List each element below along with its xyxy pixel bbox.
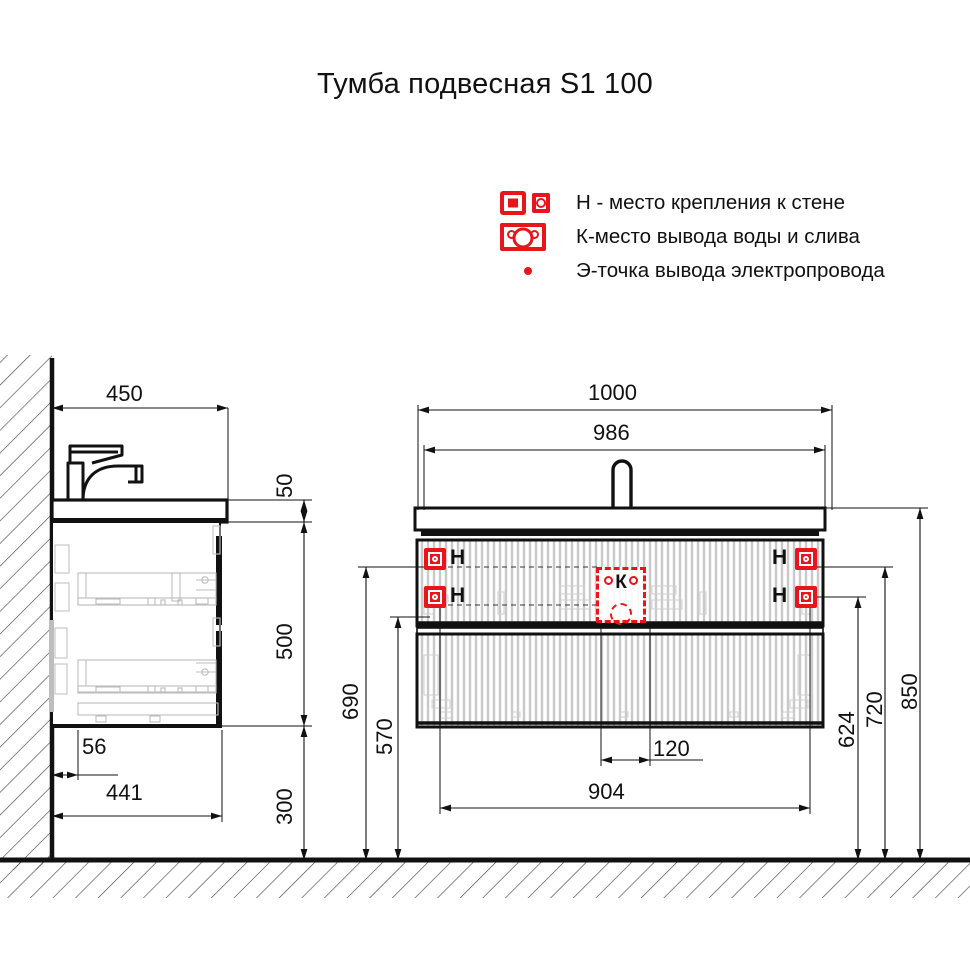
water-outlet-drain-hole [512,227,534,249]
page-title: Тумба подвесная S1 100 [316,68,654,100]
legend-label-water-outlet: К-место вывода воды и слива [576,225,860,248]
wall-hatch [0,355,52,870]
marker-label-k: К [615,572,627,593]
legend-label-electric-point: Э-точка вывода электропровода [576,259,885,282]
floor-hatch [0,862,970,898]
dim-side-50: 50 [272,473,297,498]
dim-side-450: 450 [106,381,143,406]
side-drawer-internals-upper [77,572,217,606]
wall-mount-icon [424,548,446,570]
front-countertop [413,506,827,532]
dim-side-300: 300 [272,788,297,825]
marker-wall-mount-bottom-left[interactable] [424,586,446,608]
legend-row-water-outlet: К-место вывода воды и слива [500,220,960,254]
front-dimension-lines [358,405,928,860]
side-wall-brackets [54,525,221,695]
side-elevation-geometry [49,444,229,728]
marker-water-outlet-center[interactable]: К [596,567,646,625]
dim-side-441: 441 [106,780,143,805]
side-drawer-front-upper [216,536,222,625]
marker-label-h-top-left: H [450,546,466,569]
wall-mount-icon [795,548,817,570]
marker-label-h-bottom-left: H [450,584,466,607]
legend: H - место крепления к стене К-место выво… [500,186,960,288]
marker-label-h-top-right: H [772,546,788,569]
dim-front-570: 570 [372,718,397,755]
water-outlet-pin-right [629,576,638,585]
legend-icons-water-outlet [500,223,570,251]
dim-front-904: 904 [588,779,625,804]
faucet-profile [66,444,144,501]
legend-row-wall-mount: H - место крепления к стене [500,186,960,220]
dim-side-56: 56 [82,734,107,759]
dim-front-720: 720 [862,691,887,728]
legend-label-wall-mount: H - место крепления к стене [576,191,846,214]
dim-front-690: 690 [338,683,363,720]
water-outlet-icon [500,223,546,251]
dim-front-986: 986 [593,420,630,445]
dim-front-1000: 1000 [588,380,637,405]
marker-wall-mount-top-right[interactable] [795,548,817,570]
water-outlet-drain-hole [610,603,632,625]
wall-mount-small-icon [532,193,550,213]
dim-front-120: 120 [653,736,690,761]
water-outlet-pin-left [604,576,613,585]
faucet-spout [611,459,633,508]
wall-mount-icon [424,586,446,608]
dim-front-850: 850 [897,673,922,710]
side-drawer-front-lower [216,631,222,724]
legend-icons-wall-mount [500,191,570,215]
legend-row-electric-point: Э-точка вывода электропровода [500,254,960,288]
marker-wall-mount-top-left[interactable] [424,548,446,570]
side-dimension-lines [52,404,312,860]
legend-icons-electric-point [500,267,570,275]
side-cabinet-body [51,521,221,727]
marker-wall-mount-bottom-right[interactable] [795,586,817,608]
marker-label-h-bottom-right: H [772,584,788,607]
side-drawer-internals-lower [77,659,219,723]
dim-side-500: 500 [272,623,297,660]
side-back-rail [49,620,54,712]
front-countertop-shadow [421,530,819,536]
wall-mount-bracket-icon [500,191,526,215]
dim-front-624: 624 [834,711,859,748]
electric-point-dot-icon [524,267,532,275]
wall-mount-icon [795,586,817,608]
front-construction-lines [430,566,600,606]
